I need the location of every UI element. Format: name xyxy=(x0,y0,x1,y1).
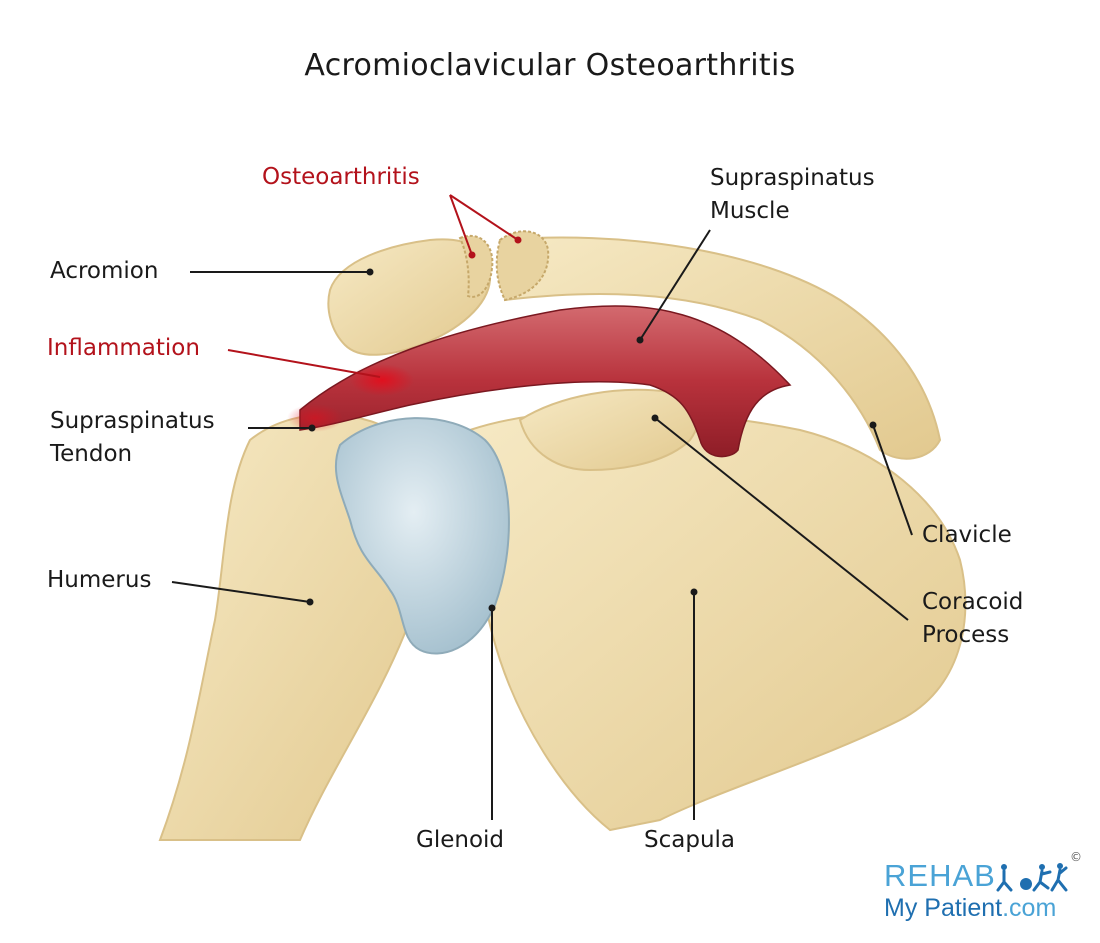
clavicle-ac-end xyxy=(495,230,550,302)
coracoid-shape xyxy=(518,388,700,472)
label-inflammation: Inflammation xyxy=(47,335,200,361)
label-coracoid-process: Coracoid Process xyxy=(922,586,1023,652)
logo-line1: REHAB xyxy=(884,858,996,893)
label-supraspinatus-tendon-line1: Supraspinatus xyxy=(50,408,215,434)
leader-coracoid xyxy=(654,417,909,621)
label-supraspinatus-muscle-line1: Supraspinatus xyxy=(710,165,875,191)
logo-line2: My Patient.com xyxy=(884,894,1056,923)
label-scapula: Scapula xyxy=(644,827,736,853)
leader-lines xyxy=(171,229,913,820)
logo-copyright: © xyxy=(1070,850,1082,864)
label-supraspinatus-muscle: Supraspinatus Muscle xyxy=(710,162,875,228)
clavicle-shape xyxy=(498,236,942,460)
exercise-figures-icon xyxy=(996,863,1068,892)
label-supraspinatus-tendon: Supraspinatus Tendon xyxy=(50,405,215,471)
leader-dots xyxy=(306,236,877,612)
label-humerus: Humerus xyxy=(47,567,152,593)
label-supraspinatus-muscle-line2: Muscle xyxy=(710,198,790,224)
label-osteoarthritis: Osteoarthritis xyxy=(262,164,420,190)
label-supraspinatus-tendon-line2: Tendon xyxy=(50,441,133,467)
glenoid-cartilage xyxy=(334,417,510,655)
acromion-ac-end xyxy=(458,234,494,298)
logo-line2-b: .com xyxy=(1002,894,1057,922)
label-coracoid-process-line2: Process xyxy=(922,622,1010,648)
label-clavicle: Clavicle xyxy=(922,522,1012,548)
scapula-shape xyxy=(468,410,967,832)
rehab-my-patient-logo: REHAB © My Patient.com xyxy=(884,850,1084,928)
tendon-redness xyxy=(287,404,343,432)
supraspinatus-muscle-shape xyxy=(299,305,792,458)
label-acromion: Acromion xyxy=(50,258,159,284)
label-glenoid: Glenoid xyxy=(416,827,505,853)
logo-line2-a: My Patient xyxy=(884,894,1003,922)
leader-osteoarthritis-right xyxy=(449,194,519,241)
label-coracoid-process-line1: Coracoid xyxy=(922,589,1024,615)
diagram-title: Acromioclavicular Osteoarthritis xyxy=(304,48,796,83)
leader-clavicle xyxy=(872,424,913,536)
acromion-shape xyxy=(327,238,492,356)
inflammation-hotspot xyxy=(350,364,414,396)
red-leader-lines xyxy=(227,194,519,378)
leader-supraspinatus-muscle xyxy=(639,229,711,341)
leader-humerus xyxy=(171,581,311,603)
leader-inflammation xyxy=(227,349,381,378)
leader-osteoarthritis-left xyxy=(449,194,473,256)
